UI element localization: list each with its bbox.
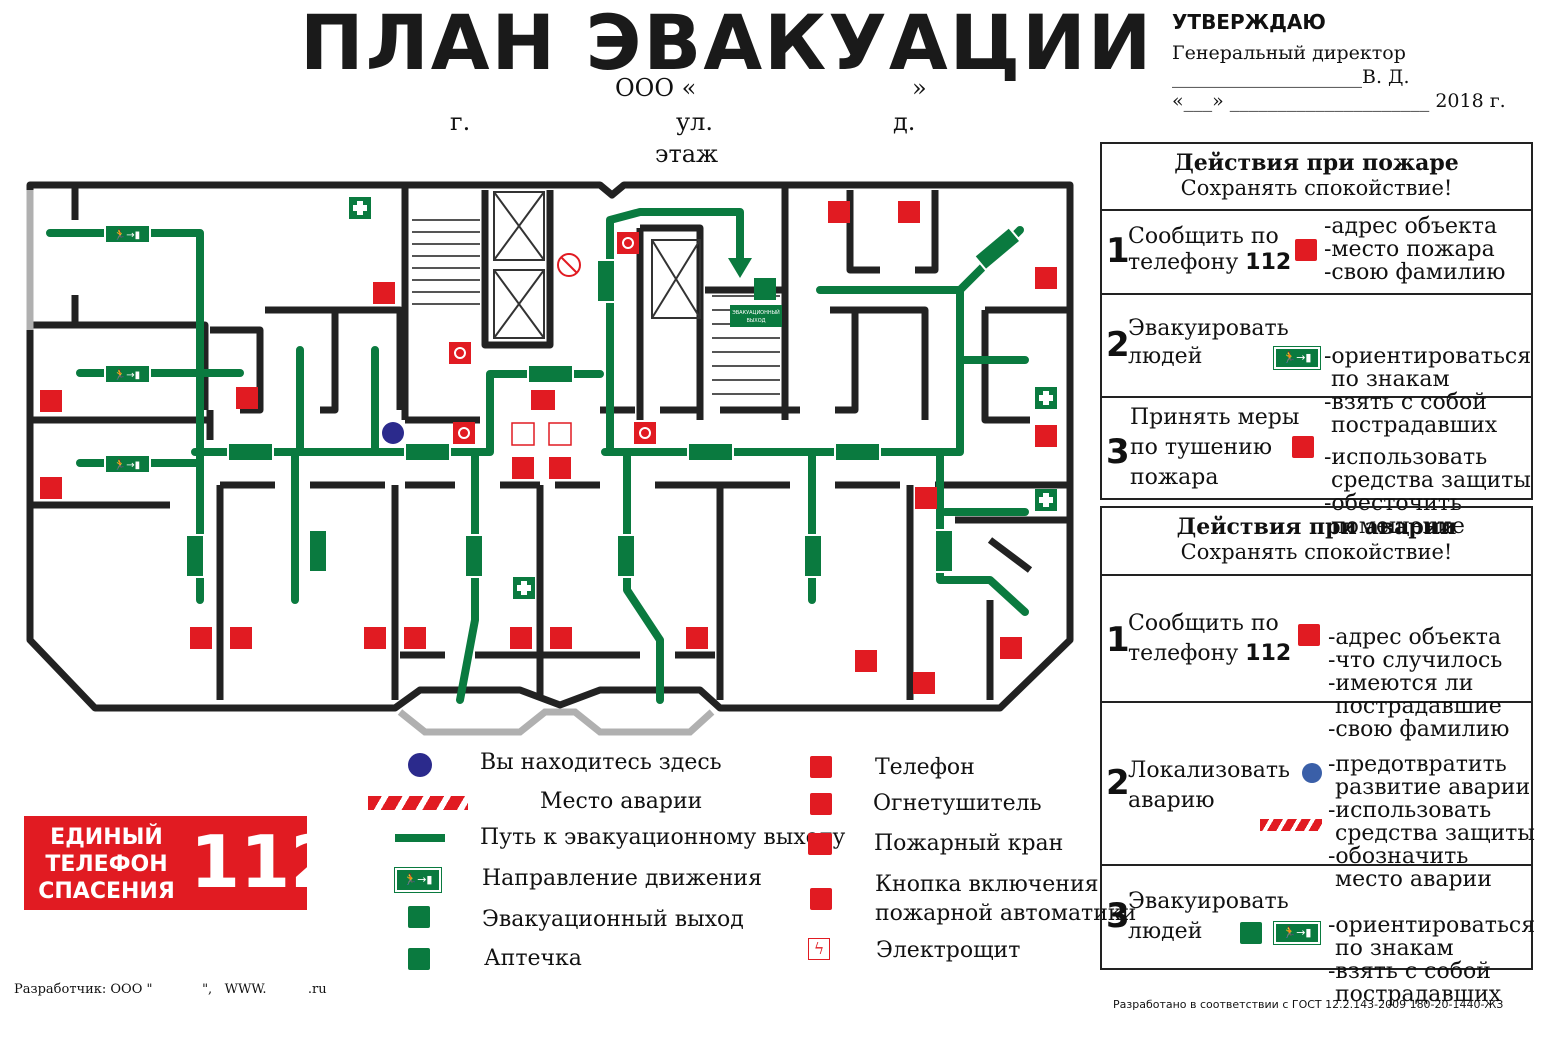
plan-elevators xyxy=(493,191,701,339)
evac-path-icon xyxy=(395,834,445,842)
accident-actions-panel: Действия при аварии Сохранять спокойстви… xyxy=(1100,506,1536,1007)
first-aid-icon xyxy=(1240,922,1262,944)
extinguisher-icon xyxy=(810,793,832,815)
you-are-here-marker xyxy=(382,422,404,444)
fire-actions-subtitle: Сохранять спокойствие! xyxy=(1180,176,1453,200)
phone-icon xyxy=(810,756,832,778)
accident-actions-subtitle: Сохранять спокойствие! xyxy=(1180,540,1453,564)
protection-icon xyxy=(1302,763,1322,783)
phone-icon xyxy=(1295,239,1317,261)
exit-sign-text-b: ВЫХОД xyxy=(746,318,765,324)
fire-actions-title: Действия при пожаре xyxy=(1174,150,1459,176)
fire-actions-panel: Действия при пожаре Сохранять спокойстви… xyxy=(1100,142,1533,539)
floor-label: этаж xyxy=(655,140,719,168)
plan-windows xyxy=(26,190,715,736)
approval-title: УТВЕРЖДАЮ xyxy=(1172,10,1326,34)
no-elevator-icon xyxy=(557,253,581,277)
gost-note: Разработано в соответствии с ГОСТ 12.2.1… xyxy=(1113,998,1504,1011)
floor-plan: 🏃→▮ 🏃→▮ 🏃→▮ ЭВАКУАЦИОННЫЙ ВЫХОД xyxy=(26,181,1074,736)
legend-phone: Телефон xyxy=(875,755,975,780)
approval-signature: ____________________В. Д. xyxy=(1172,66,1410,88)
direction-sign-icon: 🏃→▮ xyxy=(394,867,442,893)
electric-panel-icon: ϟ xyxy=(808,938,830,960)
exit-icon xyxy=(408,906,430,928)
legend-exit: Эвакуационный выход xyxy=(482,907,744,932)
first-aid-icon xyxy=(408,948,430,970)
company-prefix: ООО « xyxy=(615,74,697,102)
accident-actions-header: Действия при аварии Сохранять спокойстви… xyxy=(1102,508,1531,576)
street-label: ул. xyxy=(676,108,713,136)
extinguisher-icons xyxy=(236,282,1057,509)
direction-sign-icon: 🏃→▮ xyxy=(1273,921,1321,945)
plan-stairs xyxy=(412,219,780,395)
city-label: г. xyxy=(450,108,471,136)
emergency-number: 112 xyxy=(190,820,341,904)
accident-step-3: 3 Эвакуировать людей 🏃→▮ -ориентироватьс… xyxy=(1106,889,1536,1007)
legend-button-a: Кнопка включения xyxy=(875,872,1099,897)
page-title: ПЛАН ЭВАКУАЦИИ xyxy=(300,0,1154,87)
approval-position: Генеральный директор xyxy=(1172,42,1406,64)
fire-button-icon xyxy=(810,888,832,910)
accident-step-1: 1 Сообщить по телефону 112 -адрес объект… xyxy=(1102,576,1531,741)
exit-sign-text-a: ЭВАКУАЦИОННЫЙ xyxy=(732,309,780,316)
svg-text:🏃→▮: 🏃→▮ xyxy=(114,228,140,241)
legend-accident-place: Место аварии xyxy=(540,789,703,814)
direction-sign-icon: 🏃→▮ xyxy=(1273,346,1321,370)
legend-button-b: пожарной автоматики xyxy=(875,901,1137,926)
approval-date: «___» _____________________ 2018 г. xyxy=(1172,90,1506,112)
electric-panel-icons xyxy=(511,422,572,446)
direction-signs: 🏃→▮ 🏃→▮ 🏃→▮ xyxy=(104,224,1022,578)
developer-note: Разработчик: ООО " ", WWW. .ru xyxy=(14,982,327,997)
fire-step-2: 2 Эвакуировать людей 🏃→▮ -ориентироватьс… xyxy=(1102,295,1531,437)
exit-arrow-icon xyxy=(728,258,752,278)
legend-first-aid: Аптечка xyxy=(484,946,582,971)
you-are-here-icon xyxy=(408,753,432,777)
legend-extinguisher: Огнетушитель xyxy=(873,791,1042,816)
company-suffix: » xyxy=(912,74,927,102)
emergency-line3: СПАСЕНИЯ xyxy=(38,879,175,904)
hydrant-legend-icon xyxy=(808,833,832,855)
accident-place-icon xyxy=(1260,819,1322,831)
accident-step-2: 2 Локализовать аварию -предотвратить раз… xyxy=(1102,703,1535,891)
emergency-line1: ЕДИНЫЙ xyxy=(50,825,163,850)
emergency-phone-banner: ЕДИНЫЙ ТЕЛЕФОН СПАСЕНИЯ 112 xyxy=(24,816,340,910)
accident-actions-title: Действия при аварии xyxy=(1176,514,1457,540)
house-label: д. xyxy=(893,108,916,136)
fire-step-1: 1 Сообщить по телефону 112 -адрес объект… xyxy=(1102,211,1531,295)
svg-text:🏃→▮: 🏃→▮ xyxy=(114,368,140,381)
fire-button-icons xyxy=(449,232,656,444)
extinguisher-icon xyxy=(1292,436,1314,458)
svg-text:🏃→▮: 🏃→▮ xyxy=(114,458,140,471)
emergency-line2: ТЕЛЕФОН xyxy=(45,852,168,877)
accident-place-icon xyxy=(368,796,468,810)
plan-walls xyxy=(26,181,1074,712)
legend-panel: Электрощит xyxy=(876,938,1021,963)
legend-hydrant: Пожарный кран xyxy=(874,831,1064,856)
exit-sign: ЭВАКУАЦИОННЫЙ ВЫХОД xyxy=(730,278,782,327)
phone-icons xyxy=(40,201,1057,694)
legend-you-are-here: Вы находитесь здесь xyxy=(480,750,722,775)
fire-actions-header: Действия при пожаре Сохранять спокойстви… xyxy=(1102,144,1531,211)
legend-direction: Направление движения xyxy=(482,866,762,891)
fire-step-3: 3 Принять меры по тушению пожара -исполь… xyxy=(1106,405,1531,539)
legend-evac-path: Путь к эвакуационному выходу xyxy=(480,825,846,850)
hydrant-icon xyxy=(531,390,555,410)
phone-icon xyxy=(1298,624,1320,646)
